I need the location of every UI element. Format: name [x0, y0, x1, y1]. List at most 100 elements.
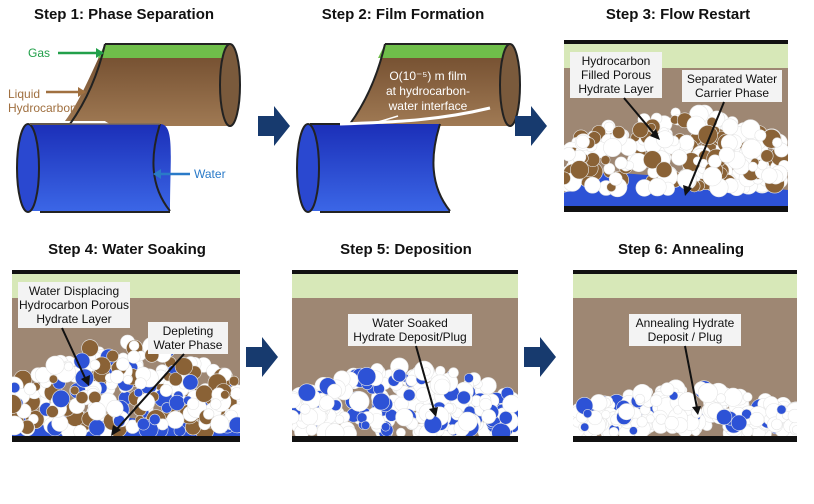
hydrate-particle: [381, 422, 391, 432]
hydrate-particle: [723, 387, 743, 407]
step6-panel: Annealing Hydrate Deposit / Plug: [573, 270, 797, 442]
hydrate-particle: [123, 375, 133, 385]
liquid-label-2: Hydrocarbon: [8, 101, 77, 115]
hydrate-particle: [643, 150, 662, 169]
hydrate-particle: [203, 408, 215, 420]
svg-text:Deposit / Plug: Deposit / Plug: [648, 330, 723, 344]
hydrate-particle: [425, 410, 435, 420]
hydrate-particle: [434, 378, 451, 395]
hydrate-particle: [87, 402, 107, 421]
hydrate-particle: [48, 374, 58, 384]
hydrate-particle: [502, 394, 518, 414]
hydrate-particle: [590, 394, 608, 412]
hydrate-particle: [448, 367, 459, 378]
hydrate-particle: [760, 149, 774, 163]
step6-title: Step 6: Annealing: [617, 241, 745, 258]
hydrate-particle: [742, 392, 753, 402]
hydrate-particle: [228, 375, 240, 387]
hydrate-particle: [716, 409, 733, 426]
hydrate-particle: [614, 156, 628, 170]
hydrate-particle: [636, 416, 648, 428]
step3-particles: [564, 104, 788, 198]
hydrate-particle: [63, 361, 74, 372]
hydrate-particle: [106, 349, 119, 363]
step2-title: Step 2: Film Formation: [321, 6, 485, 23]
hydrate-particle: [89, 359, 101, 371]
hydrate-particle: [463, 373, 474, 383]
step4-panel: Water Displacing Hydrocarbon Porous Hydr…: [12, 270, 240, 442]
hydrate-particle: [634, 393, 646, 405]
arrow-2-3: [515, 106, 547, 146]
hydrate-particle: [583, 409, 593, 419]
hydrate-particle: [671, 149, 688, 166]
step2-pipe-panel: O(10⁻⁵) m film at hydrocarbon- water int…: [296, 43, 521, 213]
hydrate-particle: [632, 121, 649, 139]
hydrate-particle: [481, 409, 497, 424]
svg-text:Separated Water: Separated Water: [687, 72, 777, 86]
hydrate-particle: [116, 357, 130, 371]
hydrate-particle: [168, 372, 183, 387]
hydrate-particle: [360, 420, 371, 430]
hydrate-particle: [584, 176, 601, 194]
hydrate-particle: [456, 390, 471, 405]
svg-text:Water Soaked: Water Soaked: [372, 316, 448, 330]
svg-text:Hydrocarbon: Hydrocarbon: [582, 54, 651, 68]
hydrate-particle: [402, 388, 416, 402]
hydrate-particle: [730, 414, 748, 431]
hydrate-particle: [629, 426, 638, 436]
hydrate-particle: [776, 404, 787, 415]
hydrate-particle: [210, 414, 230, 434]
hydrate-particle: [603, 163, 616, 175]
hydrate-particle: [649, 394, 663, 407]
step1-title: Step 1: Phase Separation: [33, 6, 215, 23]
hydrate-particle: [772, 137, 783, 148]
hydrate-particle: [715, 393, 726, 404]
svg-text:Hydrocarbon Porous: Hydrocarbon Porous: [19, 298, 129, 312]
hydrate-particle: [603, 138, 623, 158]
hydrate-particle: [110, 369, 125, 384]
step1-pipe-panel: [16, 43, 241, 213]
hydrate-particle: [166, 410, 185, 429]
svg-text:Water Displacing: Water Displacing: [29, 284, 119, 298]
hydrate-particle: [137, 393, 156, 412]
hydrate-particle: [128, 340, 140, 351]
hydrate-particle: [608, 427, 619, 438]
hydrate-particle: [187, 397, 200, 410]
svg-text:Water Phase: Water Phase: [154, 338, 223, 352]
hydrate-particle: [169, 394, 186, 411]
hydrate-particle: [305, 423, 318, 436]
hydrate-particle: [182, 374, 199, 391]
hydrate-particle: [334, 414, 345, 425]
hydrate-particle: [210, 398, 222, 410]
hydrate-particle: [75, 391, 89, 404]
hydrate-particle: [45, 355, 65, 375]
step5-title: Step 5: Deposition: [340, 241, 472, 258]
hydrate-particle: [678, 134, 695, 151]
hydrate-particle: [791, 425, 797, 435]
step6-particles: [573, 379, 797, 442]
hydrate-particle: [754, 129, 767, 142]
hydrate-film: [339, 106, 491, 126]
hydrate-particle: [656, 130, 674, 149]
hydrate-particle: [435, 365, 446, 377]
hydrate-particle: [23, 382, 37, 396]
hydrate-particle: [655, 161, 673, 178]
hydrate-particle: [570, 160, 589, 180]
hydrate-particle: [392, 368, 407, 383]
film-label-3: water interface: [388, 99, 468, 113]
hydrate-particle: [292, 392, 301, 409]
gas-label: Gas: [28, 46, 50, 60]
hydrate-particle: [357, 367, 377, 386]
hydrate-particle: [149, 413, 161, 426]
hydrate-particle: [721, 118, 739, 136]
hydrate-particle: [741, 138, 762, 160]
hydrate-particle: [348, 391, 370, 412]
step5-panel: Water Soaked Hydrate Deposit/Plug: [292, 270, 518, 442]
hydrate-particle: [749, 412, 765, 428]
step4-particles: [12, 334, 240, 441]
hydrate-particle: [660, 382, 675, 397]
hydrate-particle: [600, 155, 611, 165]
hydrate-particle: [396, 427, 406, 438]
arrow-1-2: [258, 106, 290, 146]
hydrate-particle: [46, 405, 59, 418]
